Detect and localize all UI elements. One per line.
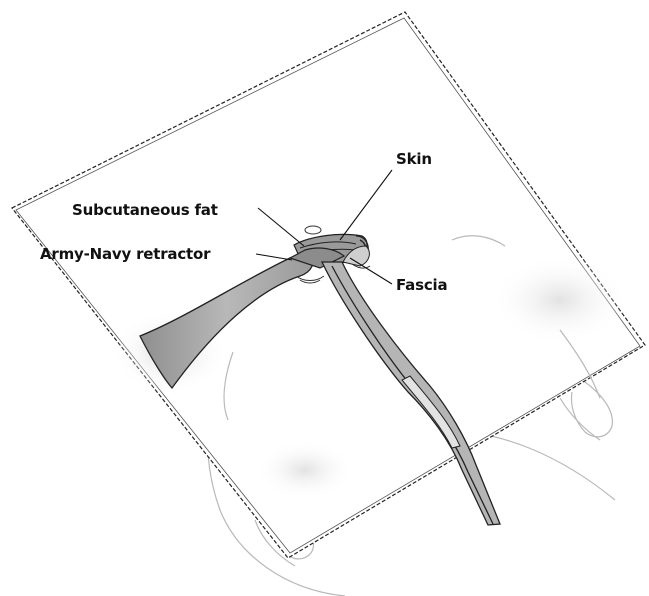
label-subcutaneous-fat: Subcutaneous fat	[72, 201, 218, 219]
label-fascia: Fascia	[396, 276, 447, 294]
label-army-navy-retractor: Army-Navy retractor	[40, 245, 211, 263]
surgical-drape	[12, 12, 645, 558]
label-skin: Skin	[396, 150, 432, 168]
